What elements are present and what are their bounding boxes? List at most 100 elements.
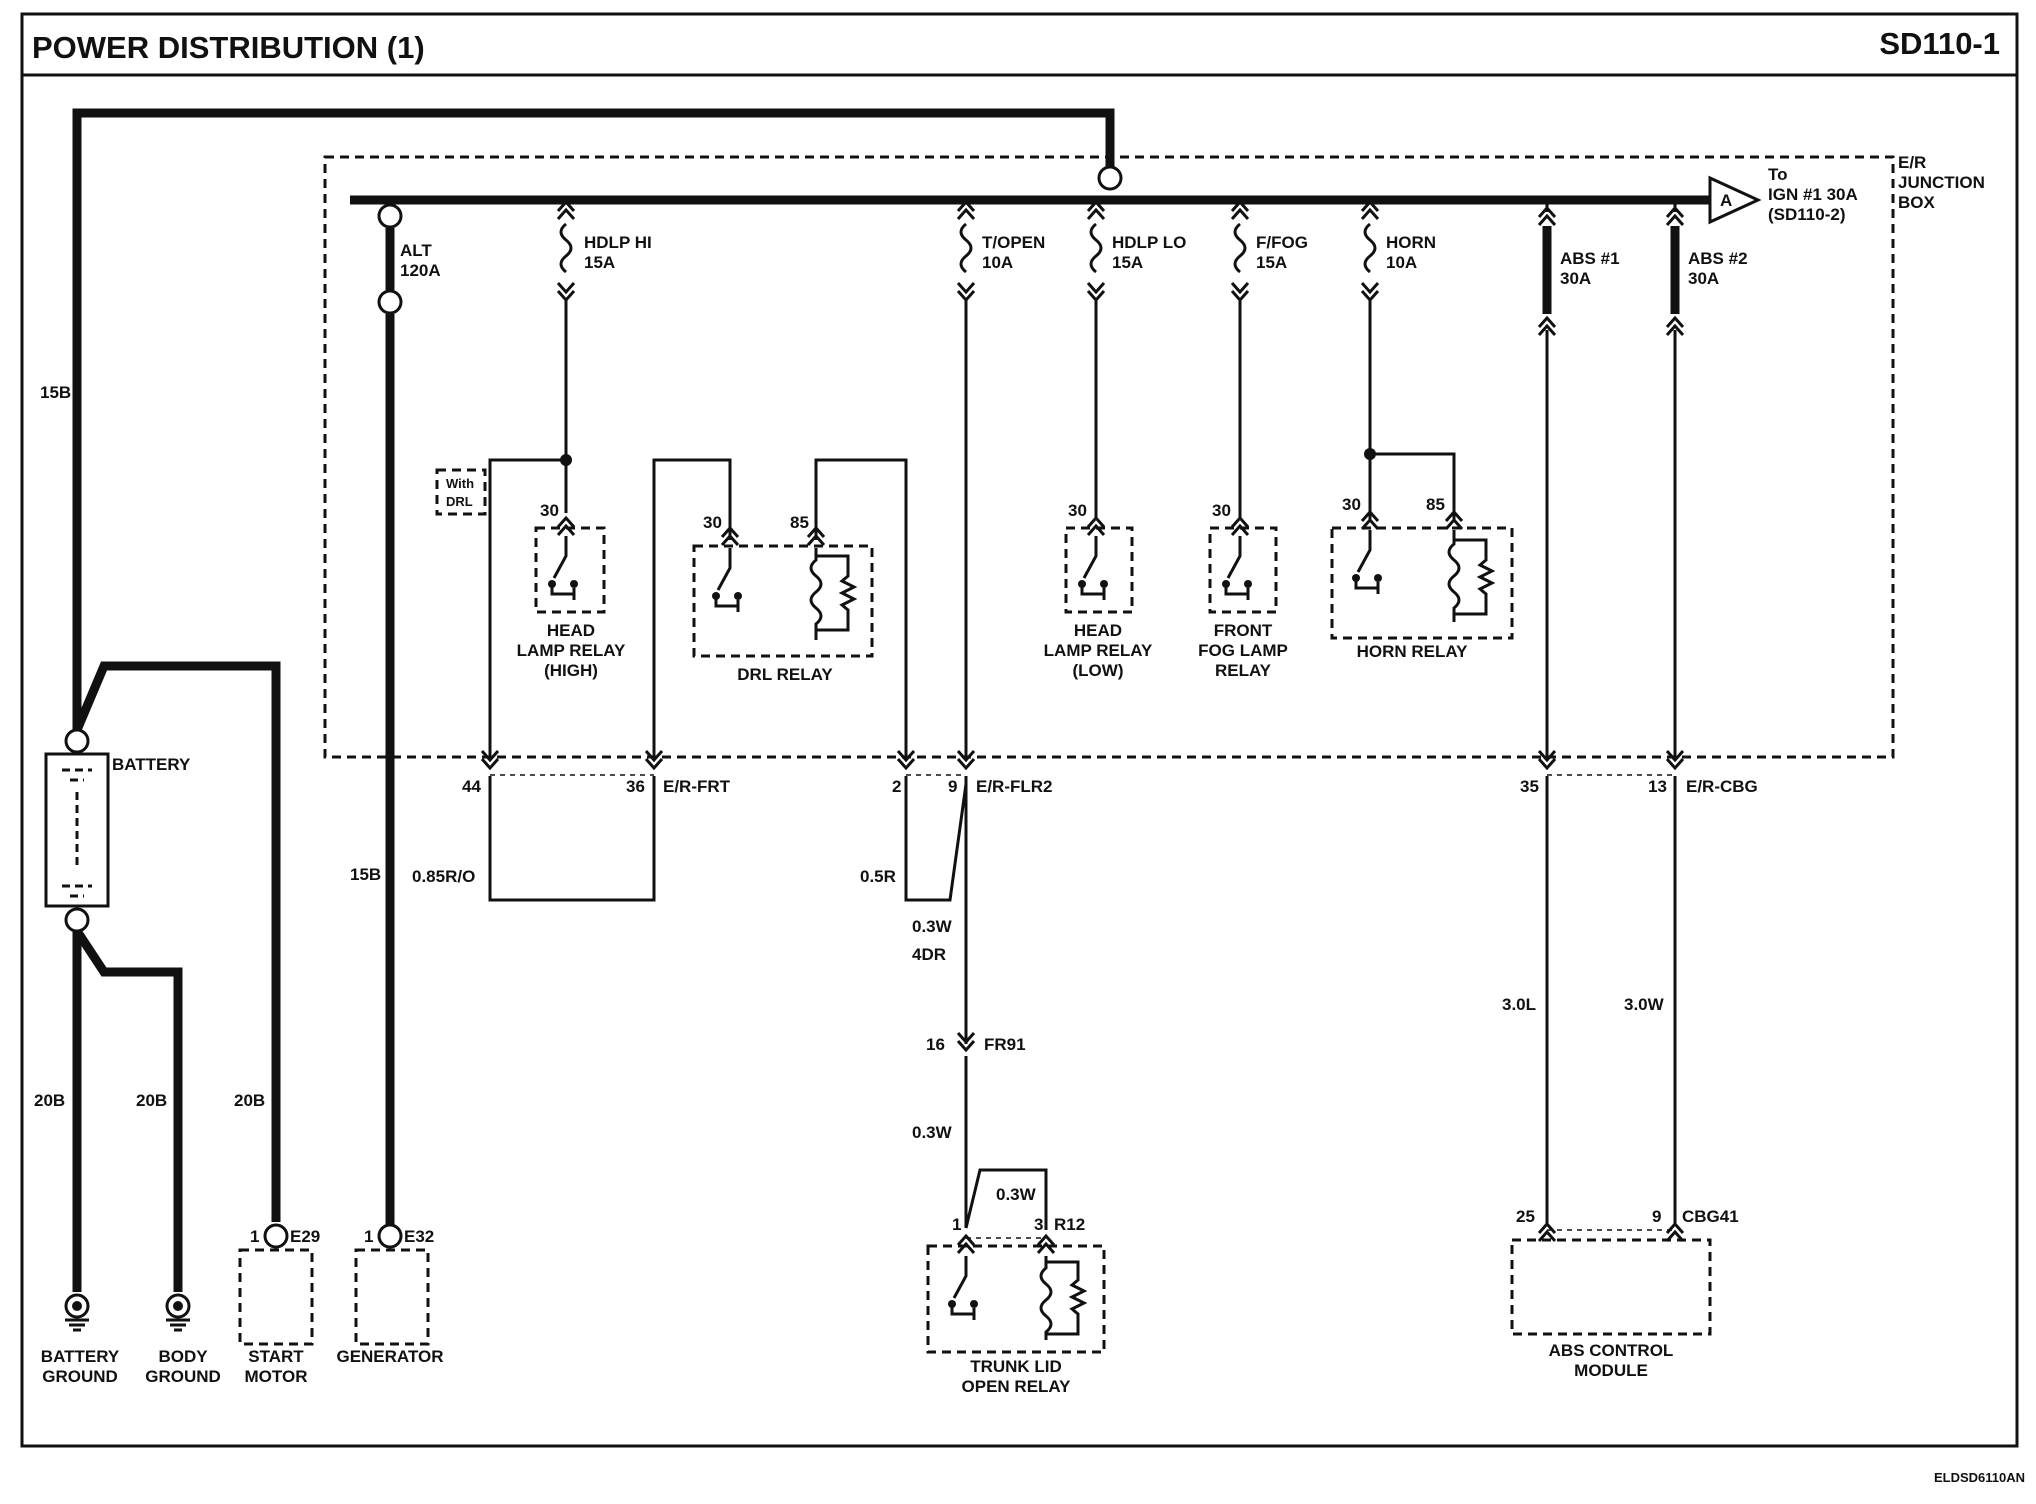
pin-1-e29: 1 [250,1227,259,1246]
connector-e29: E29 [290,1227,320,1246]
connector-er-flr2: E/R-FLR2 [976,777,1053,796]
drl-wire-30 [652,458,732,760]
start-motor-wire [72,661,281,1222]
wire-03w-a: 0.3W [912,917,953,936]
hdlp-lo-chevron-top [1086,200,1106,221]
page-title: POWER DISTRIBUTION (1) [32,30,425,65]
front-fog-lamp-relay [1208,526,1278,614]
headlamp-jumper-wire [488,776,656,902]
battery-cells-icon [62,768,92,898]
fuse-abs1-rating: 30A [1560,269,1591,288]
alt-node-bottom [377,289,403,315]
pin-25: 25 [1516,1207,1535,1226]
fuse-abs1-name: ABS #1 [1560,249,1620,268]
page-code: SD110-1 [1879,26,2000,61]
trunk-label-1: TRUNK LID [970,1357,1062,1376]
pin-44: 44 [462,777,481,796]
hdlp-hi-chevron-bottom [556,281,576,302]
wire-05r: 0.5R [860,867,896,886]
fuse-hdlp-lo-rating: 15A [1112,253,1143,272]
battery-positive-node [64,728,90,754]
pin-13: 13 [1648,777,1667,796]
connector-a-arrow [1708,175,1762,225]
connector-r12: R12 [1054,1215,1085,1234]
connector-e32: E32 [404,1227,434,1246]
hdlp-hi-fuse-icon [559,222,573,274]
head-low-label-1: HEAD [1074,621,1122,640]
connector-a-label-3: (SD110-2) [1768,205,1845,224]
hdlp-lo-fuse-icon [1089,222,1103,274]
abs-module-label-1: ABS CONTROL [1549,1341,1674,1360]
alt-node-top [377,203,403,229]
abs-control-module [1510,1238,1712,1336]
trunk-jumper-wire [904,776,968,902]
battery-feed-wire [72,108,1115,757]
front-fog-label-1: FRONT [1214,621,1273,640]
wire-20b-b: 20B [136,1091,167,1110]
battery-ground-label-1: BATTERY [41,1347,120,1366]
junction-box-label-2: JUNCTION [1898,173,1985,192]
wire-085ro: 0.85R/O [412,867,475,886]
wire-4dr: 4DR [912,945,946,964]
fuse-alt-rating: 120A [400,261,441,280]
with-drl-label-2: DRL [446,494,473,509]
fuse-horn-name: HORN [1386,233,1436,252]
pin-3-r12: 3 [1034,1215,1043,1234]
front-fog-label-3: RELAY [1215,661,1272,680]
abs-chevron-9 [1665,1222,1685,1243]
t-open-chevron-top [956,200,976,221]
connector-cbg41: CBG41 [1682,1207,1739,1226]
fuse-f-fog-name: F/FOG [1256,233,1308,252]
bus-node [1097,165,1123,191]
battery-icon [44,752,110,908]
head-high-label-1: HEAD [547,621,595,640]
wire-30w: 3.0W [1624,995,1665,1014]
abs-module-label-2: MODULE [1574,1361,1648,1380]
fuse-hdlp-hi-rating: 15A [584,253,615,272]
connector-a-label-2: IGN #1 30A [1768,185,1858,204]
fuse-alt-name: ALT [400,241,432,260]
head-high-label-3: (HIGH) [544,661,598,680]
wire-20b-a: 20B [34,1091,65,1110]
generator-label: GENERATOR [336,1347,443,1366]
wire-03w-c: 0.3W [996,1185,1037,1204]
fuse-t-open-rating: 10A [982,253,1013,272]
start-motor-label-1: START [248,1347,304,1366]
body-ground-wire [73,928,183,1292]
pin-1-e32: 1 [364,1227,373,1246]
horn-relay [1330,526,1514,640]
start-motor [238,1248,314,1346]
battery-negative-node [64,907,90,933]
hdlp-hi-chevron-top [556,200,576,221]
horn-pin-85: 85 [1426,495,1445,514]
start-motor-node [263,1223,289,1249]
connector-fr91: FR91 [984,1035,1026,1054]
junction-box-label-3: BOX [1898,193,1936,212]
pin-9-cbg41: 9 [1652,1207,1661,1226]
f-fog-fuse-icon [1233,222,1247,274]
horn-chevron-top [1360,200,1380,221]
horn-chevron-bottom [1360,281,1380,302]
horn-fuse-icon [1363,222,1377,274]
horn-relay-label: HORN RELAY [1357,642,1468,661]
connector-er-frt: E/R-FRT [663,777,731,796]
f-fog-chevron-bottom [1230,281,1250,302]
head-low-switch-icon [1076,534,1110,602]
drl-pin-85: 85 [790,513,809,532]
drl-pin-30: 30 [703,513,722,532]
horn-switch-icon [1350,528,1384,596]
horn-pin-30: 30 [1342,495,1361,514]
connector-a-letter: A [1720,191,1732,210]
drl-switch-icon [710,546,744,614]
head-high-switch-icon [546,534,580,602]
wire-03w-b: 0.3W [912,1123,953,1142]
pin-16: 16 [926,1035,945,1054]
front-fog-pin-30: 30 [1212,501,1231,520]
generator [354,1248,430,1346]
battery-ground-label-2: GROUND [42,1367,118,1386]
head-low-pin-30: 30 [1068,501,1087,520]
wire-30l: 3.0L [1502,995,1536,1014]
wire-15b-gen: 15B [350,865,381,884]
fuse-horn-rating: 10A [1386,253,1417,272]
